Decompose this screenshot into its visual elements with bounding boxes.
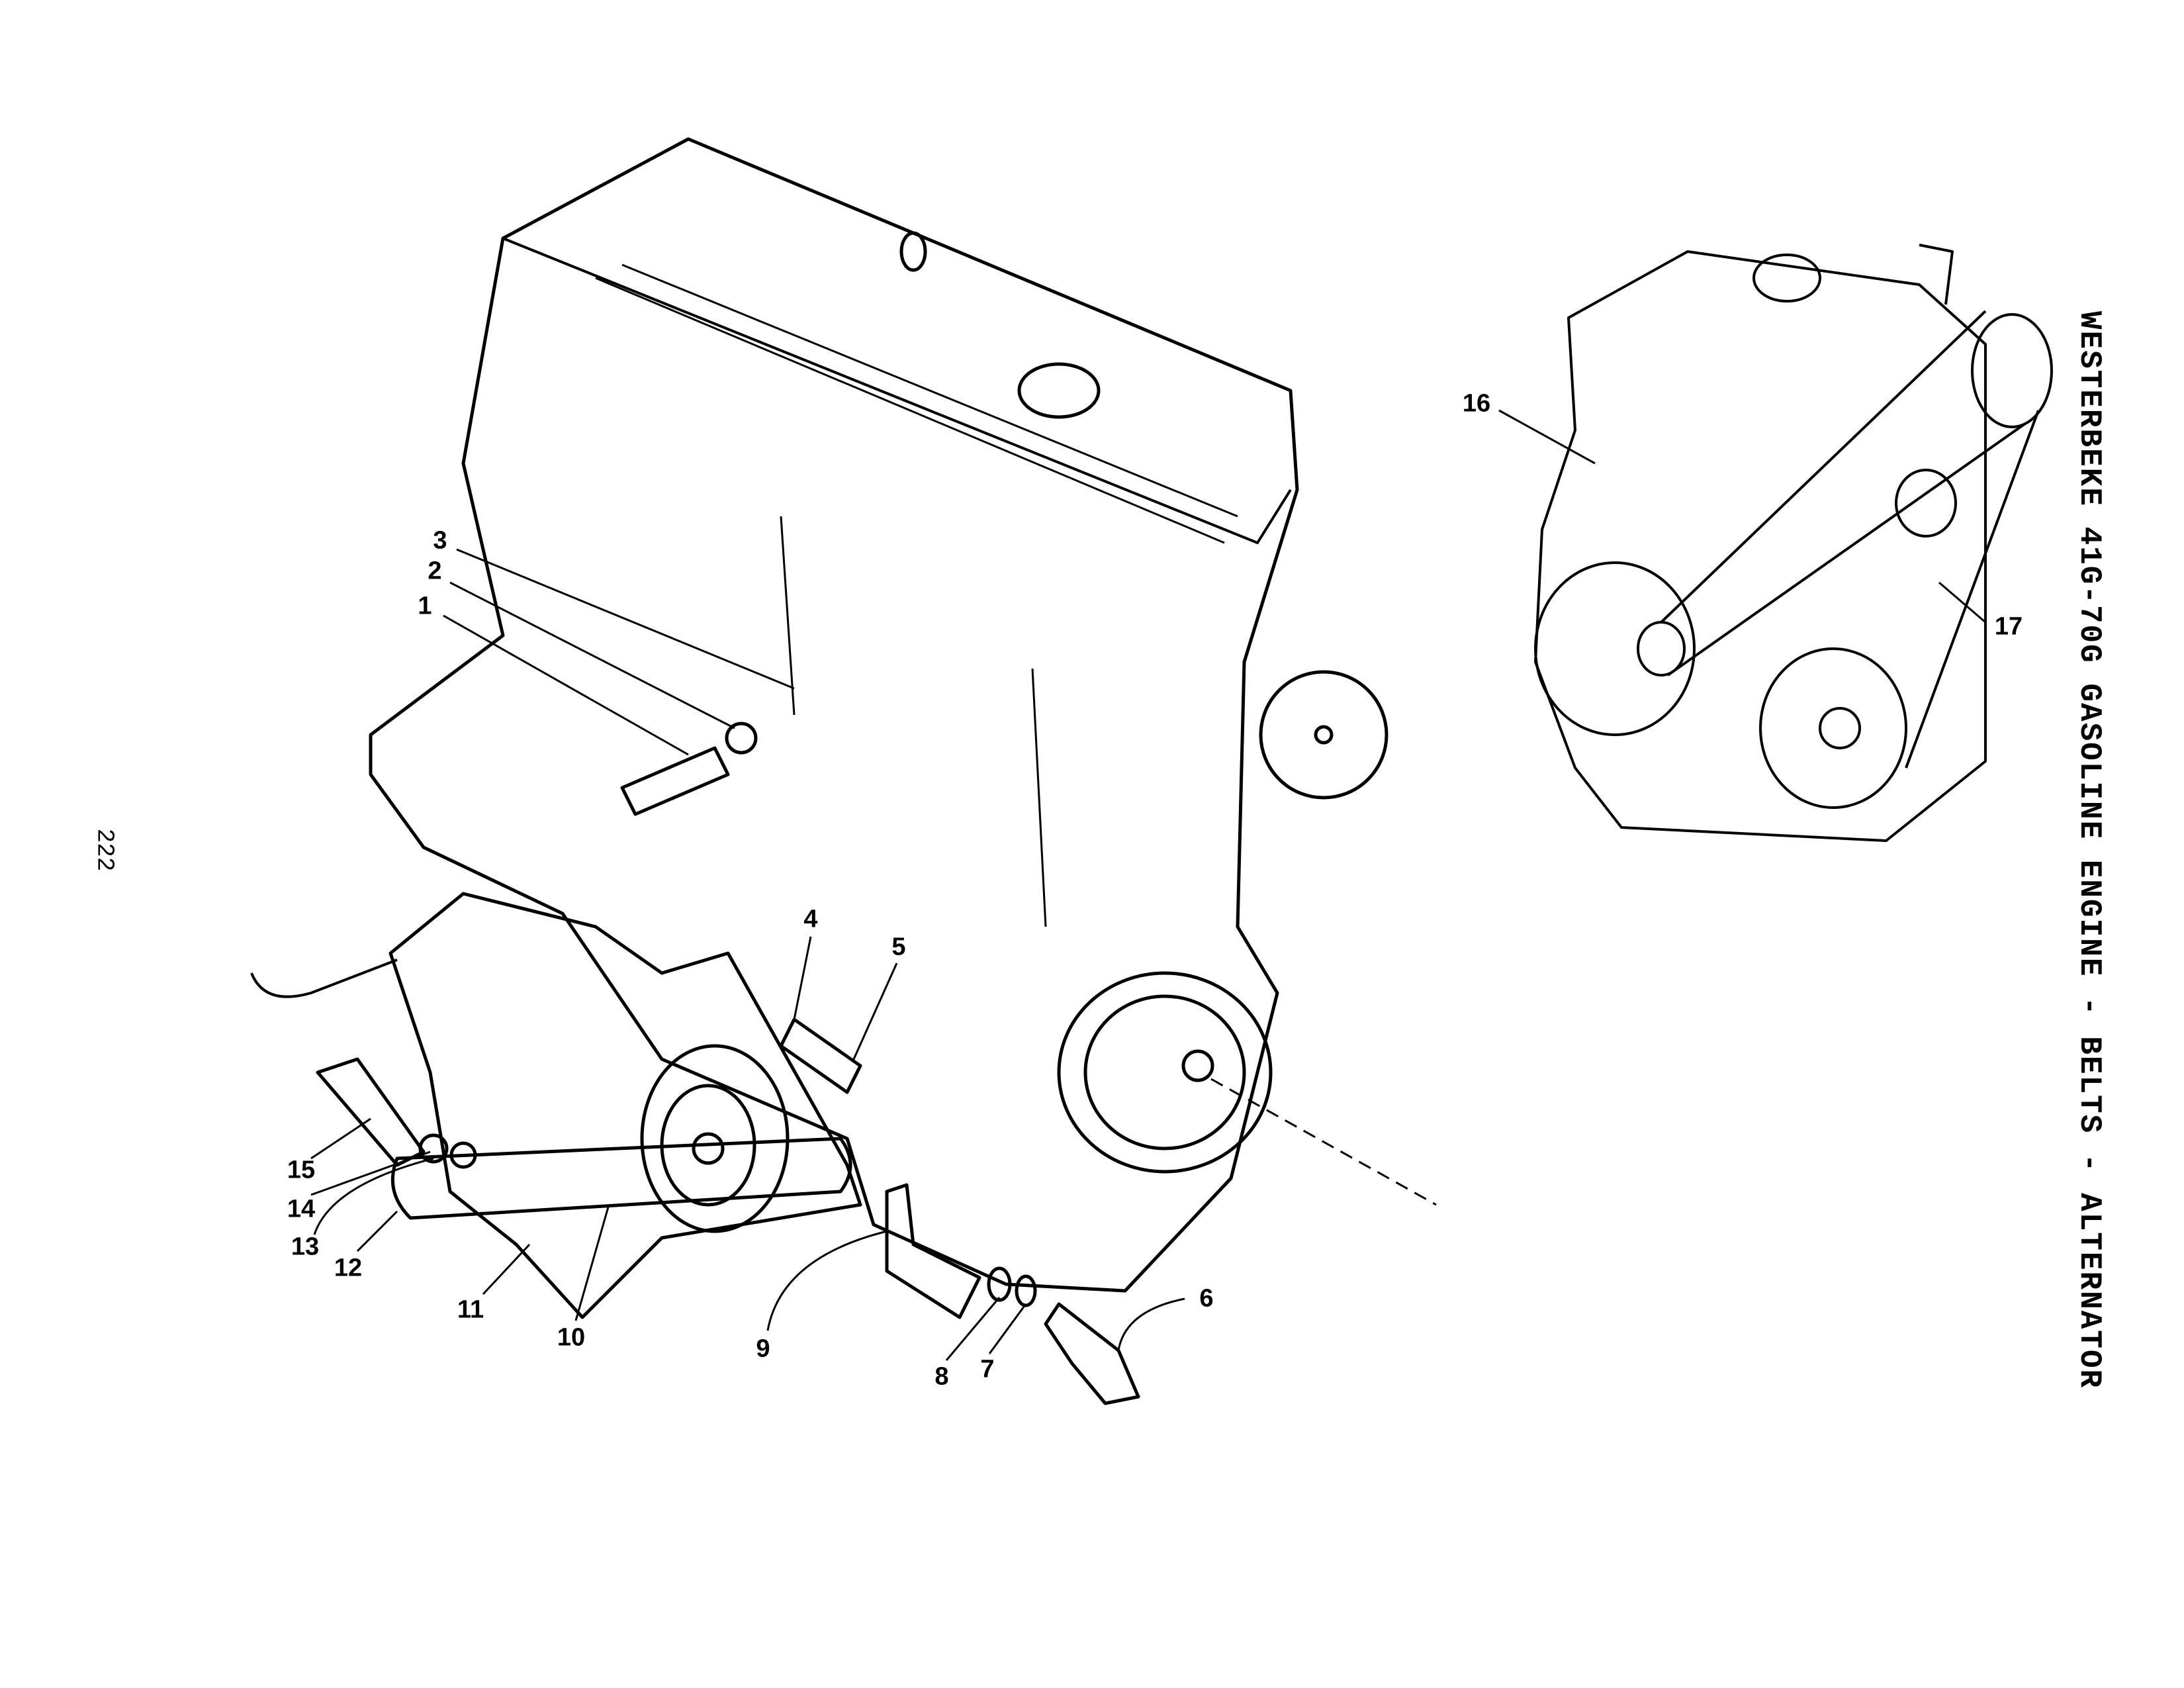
- callout-5: 5: [891, 933, 906, 961]
- callout-12: 12: [334, 1254, 363, 1282]
- inset-engine-drawing: [1534, 244, 2053, 842]
- page-title: WESTERBEKE 41G-70G GASOLINE ENGINE - BEL…: [2072, 310, 2107, 1389]
- callout-7: 7: [980, 1355, 995, 1383]
- callout-13: 13: [291, 1233, 320, 1261]
- callout-3: 3: [433, 526, 447, 555]
- callout-4: 4: [803, 905, 818, 933]
- callout-2: 2: [428, 557, 442, 585]
- main-engine-drawing: [250, 137, 1437, 1405]
- callout-11: 11: [457, 1295, 484, 1324]
- callout-8: 8: [934, 1362, 949, 1391]
- leader-lines: [310, 409, 1986, 1361]
- callout-10: 10: [557, 1323, 586, 1352]
- callout-15: 15: [287, 1156, 316, 1184]
- callout-16: 16: [1462, 389, 1491, 418]
- page-number: 222: [91, 828, 118, 872]
- callout-14: 14: [287, 1195, 316, 1223]
- callout-1: 1: [418, 592, 432, 620]
- callout-9: 9: [756, 1335, 770, 1363]
- callout-17: 17: [1994, 612, 2023, 641]
- callout-6: 6: [1199, 1284, 1214, 1313]
